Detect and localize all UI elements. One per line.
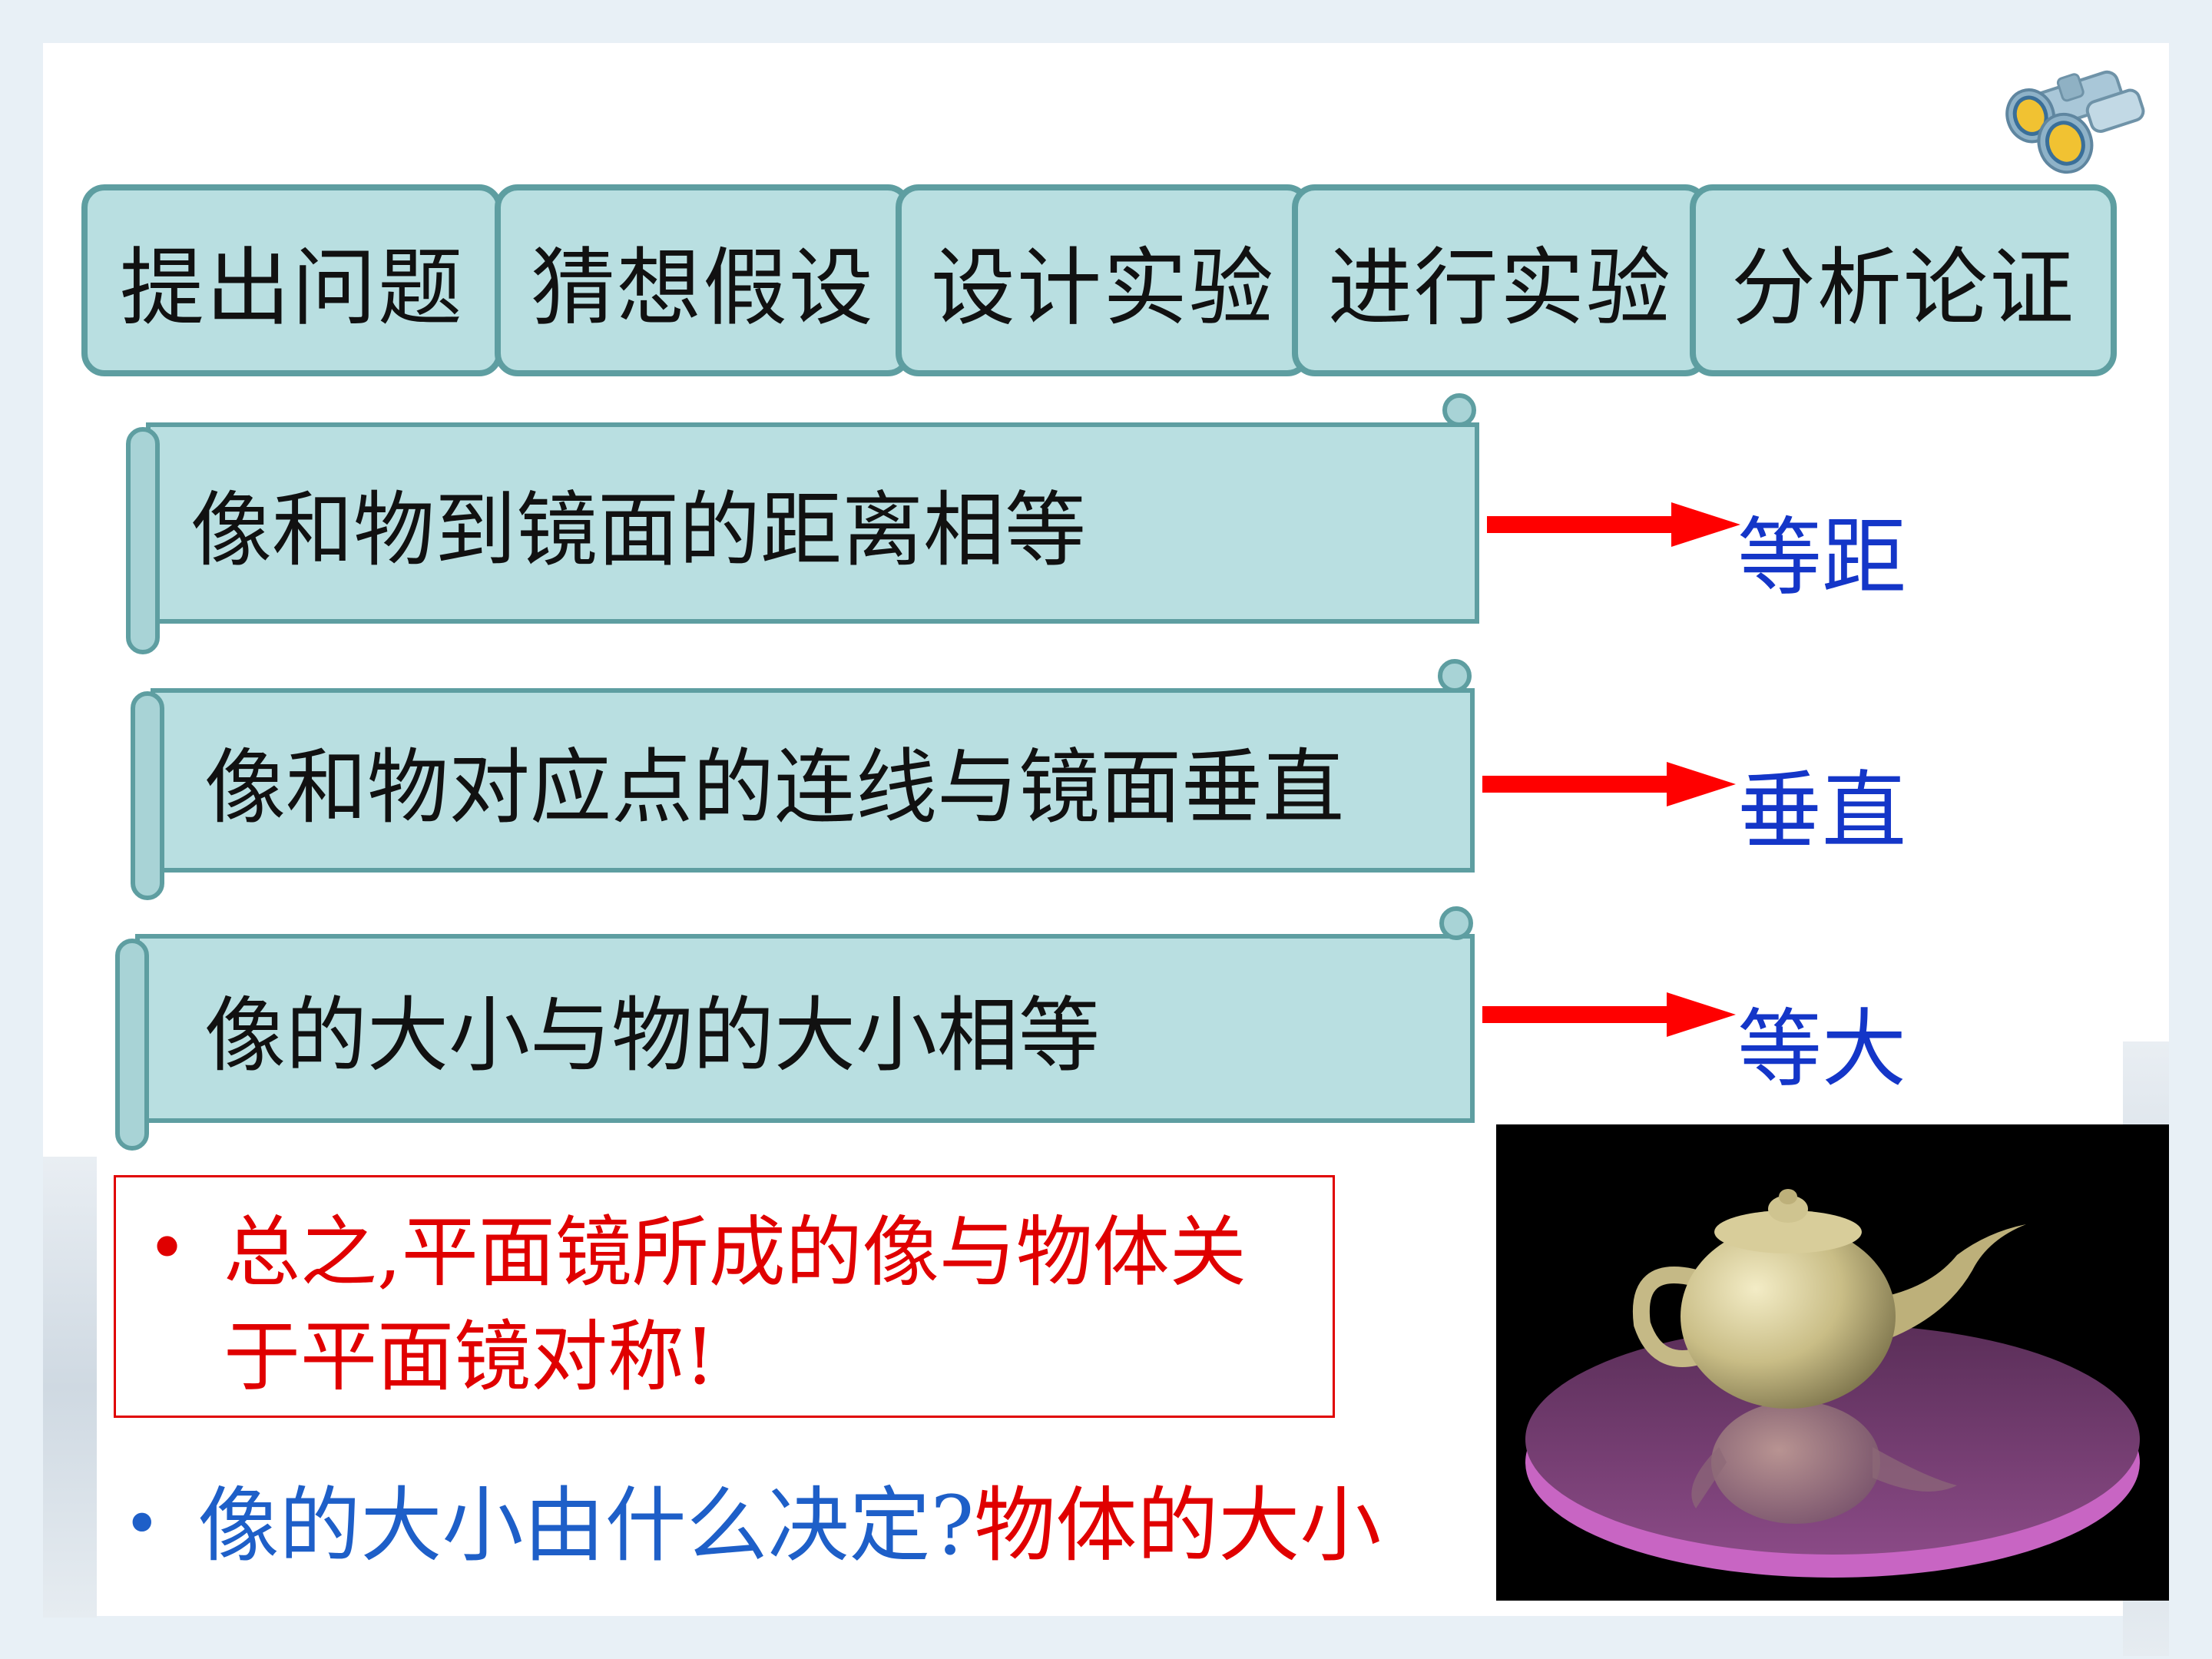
binoculars-icon [2005,70,2145,174]
arrow-right-icon [1482,992,1736,1037]
teapot-illustration [1525,1189,2140,1578]
scroll-curl-left [115,939,149,1151]
question-answer: 物体的大小 [974,1479,1382,1573]
conclusion-scroll-equal-size: 像的大小与物的大小相等 [135,934,1475,1123]
conclusion-scroll-perpendicular: 像和物对应点的连线与镜面垂直 [151,688,1475,873]
step-design-experiment: 设计实验 [896,184,1310,376]
bullet: • [147,1208,188,1289]
background-texture-left [43,1157,97,1618]
conclusion-scroll-distance: 像和物到镜面的距离相等 [146,422,1479,624]
scroll-curl-right [1439,906,1473,940]
scroll-curl-right [1438,659,1472,693]
scroll-curl-right [1442,393,1476,427]
question-line: • 像的大小由什么决定?物体的大小 [123,1459,1381,1578]
step-hypothesis: 猜想假设 [495,184,911,376]
summary-box: • 总之,平面镜所成的像与物体关于平面镜对称! [114,1175,1335,1418]
question-text: 像的大小由什么决定? [197,1479,975,1573]
scroll-curl-left [131,691,164,900]
result-perpendicular: 垂直 [1737,762,1906,860]
summary-text: 总之,平面镜所成的像与物体关于平面镜对称! [224,1207,1247,1402]
conclusion-text: 像和物到镜面的距离相等 [190,483,1086,578]
conclusion-text: 像的大小与物的大小相等 [204,988,1100,1083]
bullet: • [123,1486,161,1561]
step-conduct-experiment: 进行实验 [1292,184,1708,376]
arrow-right-icon [1482,762,1736,806]
arrow-right-icon [1487,502,1740,547]
scroll-curl-left [126,427,160,654]
result-equal-size: 等大 [1737,1000,1906,1098]
step-raise-question: 提出问题 [81,184,502,376]
conclusion-text: 像和物对应点的连线与镜面垂直 [204,740,1344,835]
result-equal-distance: 等距 [1737,508,1906,607]
step-analyze: 分析论证 [1690,184,2117,376]
teapot-reflection-image [1496,1124,2169,1601]
